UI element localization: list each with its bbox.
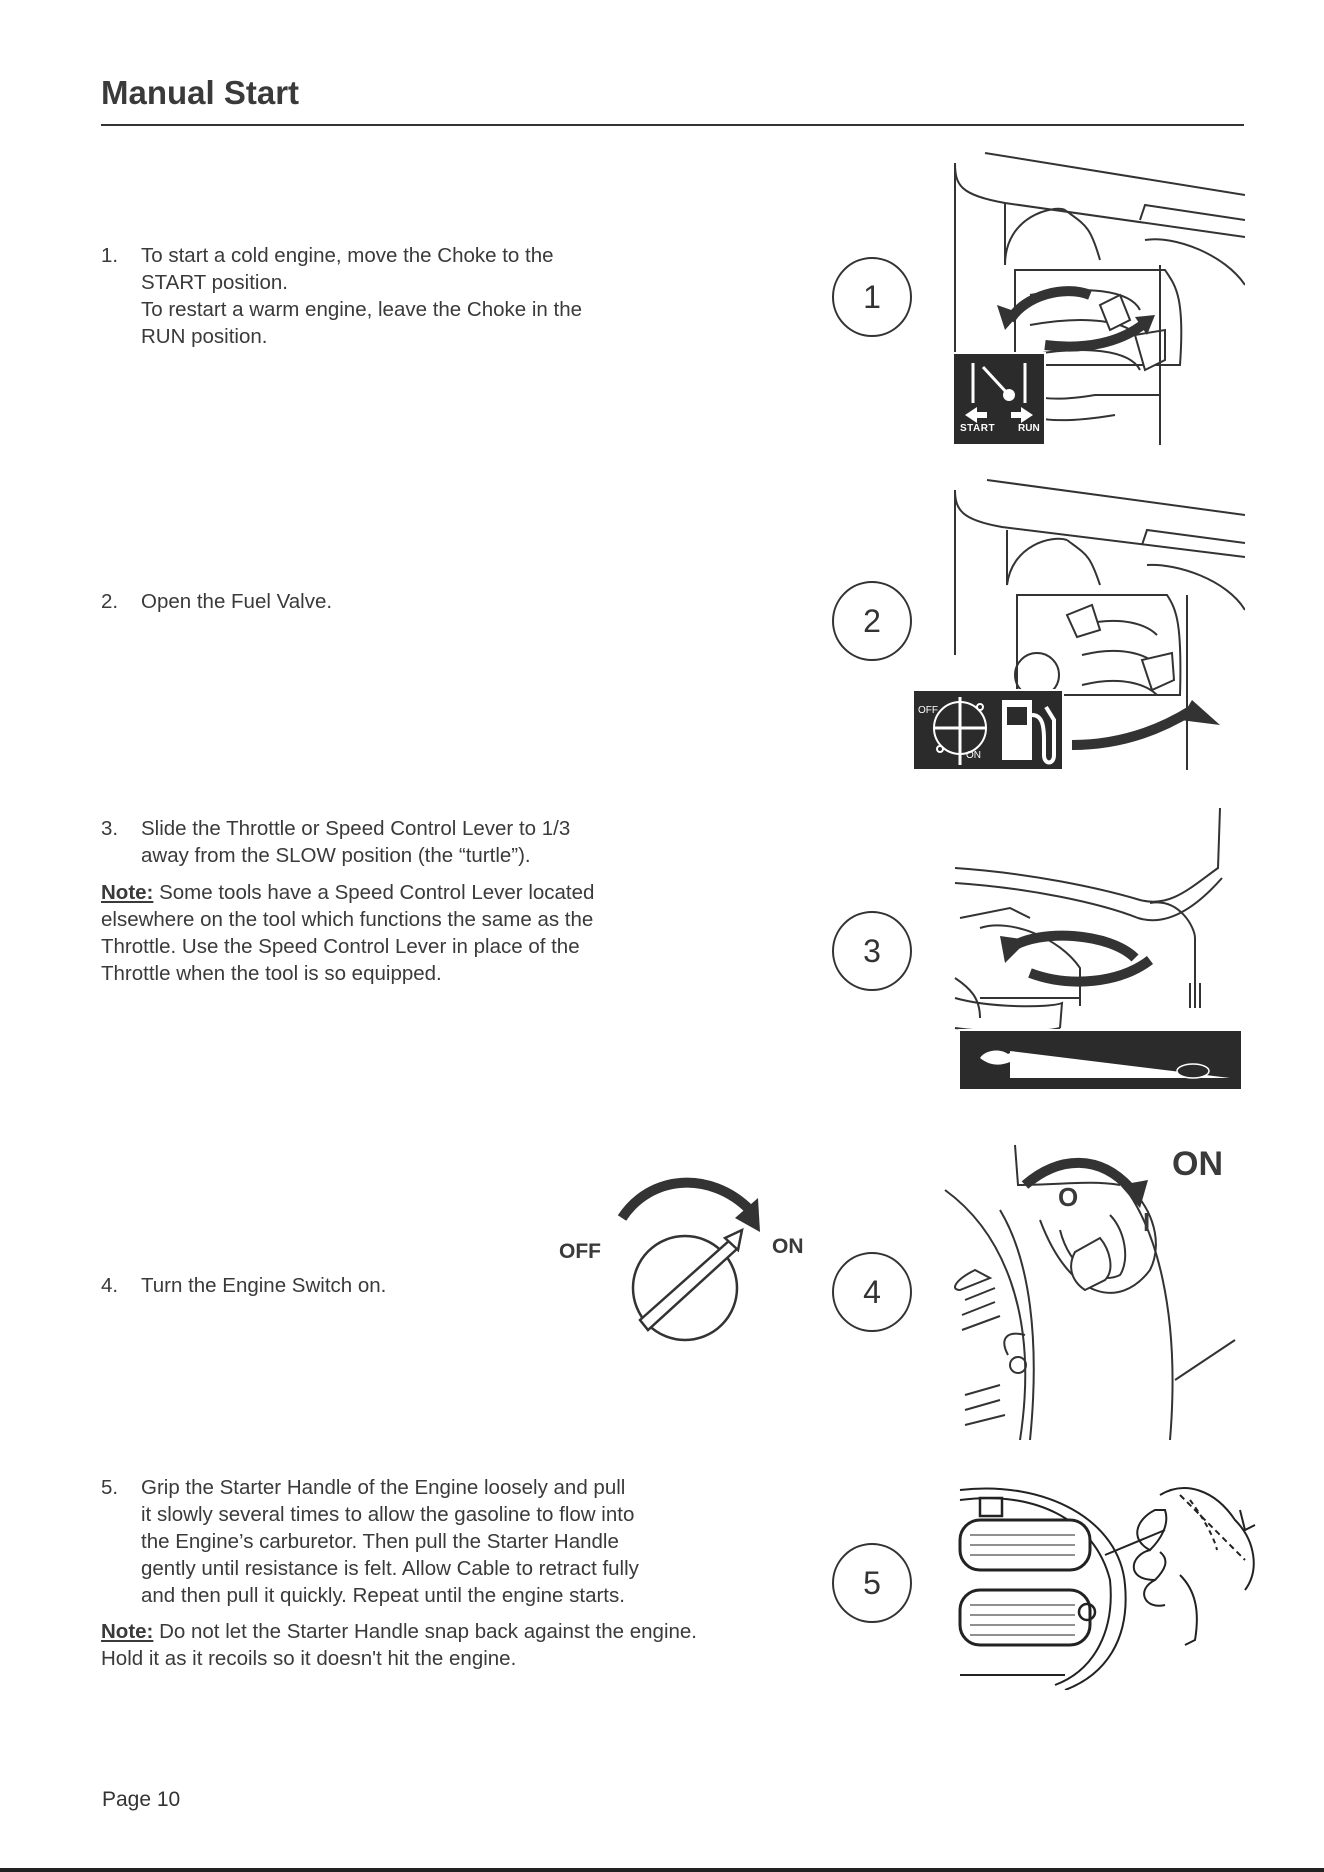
step-text-line: RUN position. bbox=[141, 325, 268, 348]
note-text-line: Some tools have a Speed Control Lever lo… bbox=[159, 881, 595, 904]
step-text-line: and then pull it quickly. Repeat until t… bbox=[141, 1584, 625, 1607]
note-text-line: Hold it as it recoils so it doesn't hit … bbox=[101, 1647, 517, 1670]
callout-5: 5 bbox=[832, 1543, 912, 1623]
step-number: 3. bbox=[101, 817, 119, 840]
fuel-on-label: ON bbox=[966, 750, 981, 761]
fuel-valve-illustration bbox=[912, 479, 1245, 770]
choke-run-label: RUN bbox=[1018, 423, 1040, 434]
step-number: 5. bbox=[101, 1476, 119, 1499]
step-text-line: away from the SLOW position (the “turtle… bbox=[141, 844, 531, 867]
fuel-label-box bbox=[912, 689, 1064, 770]
note-text-line: Throttle when the tool is so equipped. bbox=[101, 962, 442, 985]
callout-4: 4 bbox=[832, 1252, 912, 1332]
step-text-line: it slowly several times to allow the gas… bbox=[141, 1503, 635, 1526]
callout-2: 2 bbox=[832, 581, 912, 661]
page-number: Page 10 bbox=[102, 1788, 181, 1811]
step-4: 4. Turn the Engine Switch on. bbox=[101, 1272, 386, 1299]
switch-i-label: I bbox=[1143, 1207, 1151, 1237]
step-text-line: To start a cold engine, move the Choke t… bbox=[141, 244, 554, 267]
bottom-border bbox=[0, 1868, 1324, 1872]
step-text-line: Slide the Throttle or Speed Control Leve… bbox=[141, 817, 571, 840]
step-text-line: the Engine’s carburetor. Then pull the S… bbox=[141, 1530, 619, 1553]
step-5: 5. Grip the Starter Handle of the Engine … bbox=[101, 1474, 639, 1609]
switch-on-label: ON bbox=[772, 1235, 804, 1258]
page-title: Manual Start bbox=[101, 74, 300, 111]
starter-handle-illustration bbox=[958, 1487, 1256, 1690]
switch-off-label: OFF bbox=[559, 1240, 601, 1263]
step-number: 1. bbox=[101, 244, 119, 267]
engine-switch-dial bbox=[617, 1177, 760, 1342]
note-text-line: Do not let the Starter Handle snap back … bbox=[159, 1620, 697, 1643]
step-text-line: Turn the Engine Switch on. bbox=[141, 1274, 387, 1297]
step-text-line: Grip the Starter Handle of the Engine lo… bbox=[141, 1476, 626, 1499]
note-text-line: elsewhere on the tool which functions th… bbox=[101, 908, 594, 931]
switch-large-on-label: ON bbox=[1172, 1145, 1223, 1183]
throttle-illustration bbox=[954, 808, 1243, 1091]
step-3: 3. Slide the Throttle or Speed Control Le… bbox=[101, 815, 570, 869]
step-number: 2. bbox=[101, 590, 119, 613]
step-text-line: START position. bbox=[141, 271, 288, 294]
fuel-off-label: OFF bbox=[918, 705, 938, 716]
callout-3: 3 bbox=[832, 911, 912, 991]
step-number: 4. bbox=[101, 1274, 119, 1297]
choke-illustration bbox=[952, 152, 1245, 445]
note-text-line: Throttle. Use the Speed Control Lever in… bbox=[101, 935, 580, 958]
choke-label-box bbox=[952, 352, 1046, 445]
note-speed-control: Note: Some tools have a Speed Control Le… bbox=[101, 879, 594, 987]
title-divider bbox=[101, 124, 1244, 126]
switch-o-label: O bbox=[1058, 1182, 1079, 1212]
callout-1: 1 bbox=[832, 257, 912, 337]
step-text-line: To restart a warm engine, leave the Chok… bbox=[141, 298, 582, 321]
note-label: Note: bbox=[101, 1620, 154, 1643]
step-text-line: Open the Fuel Valve. bbox=[141, 590, 333, 613]
note-label: Note: bbox=[101, 881, 154, 904]
step-2: 2. Open the Fuel Valve. bbox=[101, 588, 332, 615]
step-1: 1. To start a cold engine, move the Choke… bbox=[101, 242, 582, 350]
throttle-label-box bbox=[958, 1029, 1243, 1091]
note-starter-handle: Note: Do not let the Starter Handle snap… bbox=[101, 1618, 697, 1672]
engine-switch-illustration bbox=[944, 1144, 1236, 1440]
choke-start-label: START bbox=[960, 423, 996, 434]
step-text-line: gently until resistance is felt. Allow C… bbox=[141, 1557, 639, 1580]
